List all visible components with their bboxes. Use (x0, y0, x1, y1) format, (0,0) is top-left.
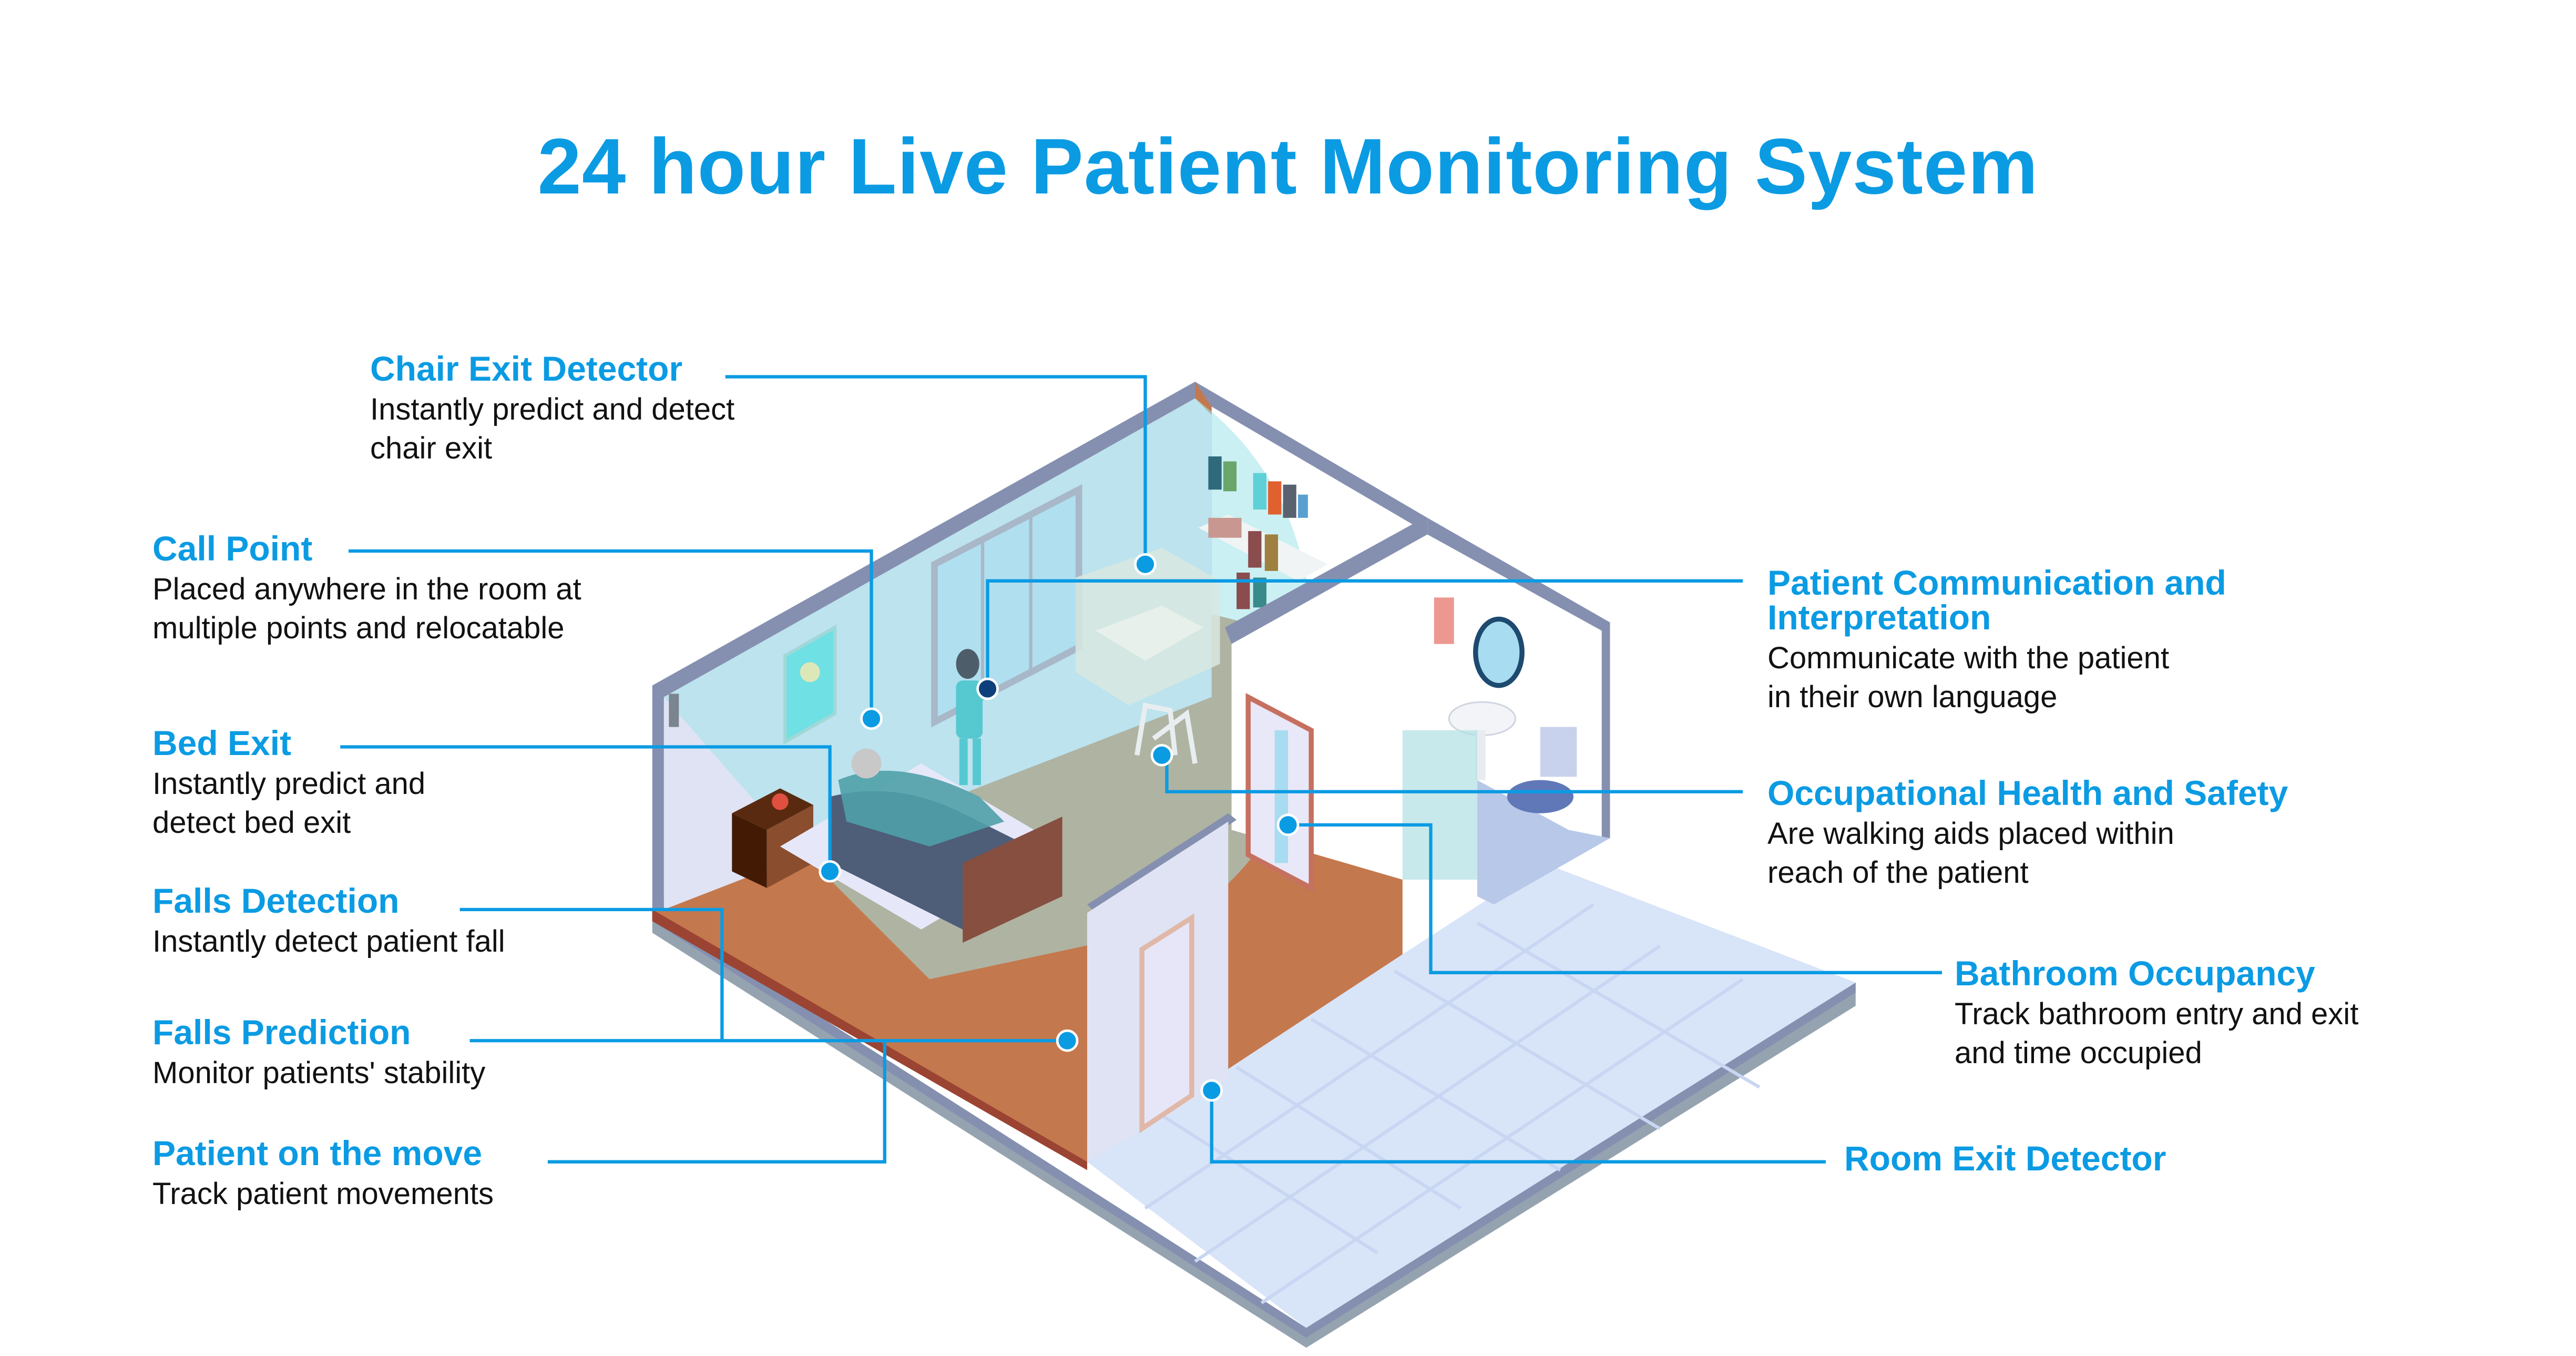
feature-falls-prediction: Falls Prediction Monitor patients' stabi… (152, 1015, 485, 1093)
feature-title: Patient on the move (152, 1134, 483, 1173)
mirror-icon (1473, 616, 1525, 688)
feature-title: Falls Prediction (152, 1013, 411, 1052)
feature-desc: Track bathroom entry and exit and time o… (1955, 997, 2359, 1070)
feature-title: Occupational Health and Safety (1767, 773, 2288, 812)
sensor-dot-chair-exit (1134, 553, 1157, 576)
sensor-dot-ohs (1150, 743, 1173, 767)
sensor-dots (819, 553, 1300, 1102)
sink-icon (1448, 701, 1517, 780)
nightstand-icon (732, 788, 814, 888)
feature-desc: Instantly detect patient fall (152, 924, 505, 959)
feature-title: Chair Exit Detector (370, 349, 683, 388)
tile-grid (1144, 903, 1761, 1304)
page-title: 24 hour Live Patient Monitoring System (537, 122, 2039, 210)
alarm-clock-icon (772, 793, 789, 810)
feature-desc: Track patient movements (152, 1177, 494, 1211)
toilet-icon (1507, 727, 1577, 813)
feature-title: Bathroom Occupancy (1955, 954, 2315, 993)
picture-frame-icon (783, 624, 837, 745)
right-back-wall (1195, 382, 1428, 535)
feature-title: Room Exit Detector (1844, 1139, 2166, 1178)
sensor-dot-call-point (860, 707, 883, 730)
walker-icon (1134, 702, 1198, 764)
feature-title: Bed Exit (152, 723, 292, 762)
patient-bed-icon (780, 748, 1062, 943)
feature-ohs: Occupational Health and Safety Are walki… (1767, 776, 2288, 892)
leader-lines (340, 375, 1942, 1164)
feature-communication: Patient Communication and Interpretation… (1767, 565, 2226, 717)
feature-patient-move: Patient on the move Track patient moveme… (152, 1136, 494, 1214)
armchair-icon (1075, 547, 1220, 706)
feature-title: Patient Communication and Interpretation (1767, 563, 2226, 637)
feature-falls-detection: Falls Detection Instantly detect patient… (152, 883, 505, 961)
sensor-dot-bathroom (1276, 813, 1300, 837)
sensor-dot-bed-exit (819, 860, 841, 883)
partition-wall-top (1087, 813, 1237, 913)
feature-desc: Instantly predict and detect chair exit (370, 392, 735, 465)
bathroom-side-wall (1427, 517, 1610, 839)
feature-chair-exit: Chair Exit Detector Instantly predict an… (370, 351, 734, 468)
shower-glass (1402, 730, 1477, 880)
feature-desc: Are walking aids placed within reach of … (1767, 817, 2174, 890)
feature-desc: Communicate with the patient in their ow… (1767, 641, 2170, 714)
entry-door (1139, 913, 1194, 1134)
towel-icon (1434, 597, 1454, 644)
feature-bed-exit: Bed Exit Instantly predict and detect be… (152, 726, 425, 842)
tile-floor (1087, 863, 1856, 1328)
bathroom-floor (1477, 780, 1610, 905)
feature-bathroom: Bathroom Occupancy Track bathroom entry … (1955, 956, 2358, 1073)
sensor-dot-room-exit (1200, 1079, 1223, 1102)
feature-desc: Instantly predict and detect bed exit (152, 767, 426, 840)
sensor-dot-communication (976, 677, 999, 700)
feature-call-point: Call Point Placed anywhere in the room a… (152, 531, 581, 648)
call-point-device-icon (669, 694, 679, 727)
sensor-dot-falls (1056, 1029, 1079, 1052)
nurse-icon (956, 649, 983, 786)
feature-desc: Monitor patients' stability (152, 1056, 486, 1090)
feature-title: Call Point (152, 529, 313, 568)
feature-room-exit: Room Exit Detector (1844, 1141, 2166, 1176)
feature-desc: Placed anywhere in the room at multiple … (152, 572, 581, 645)
feature-title: Falls Detection (152, 881, 400, 920)
